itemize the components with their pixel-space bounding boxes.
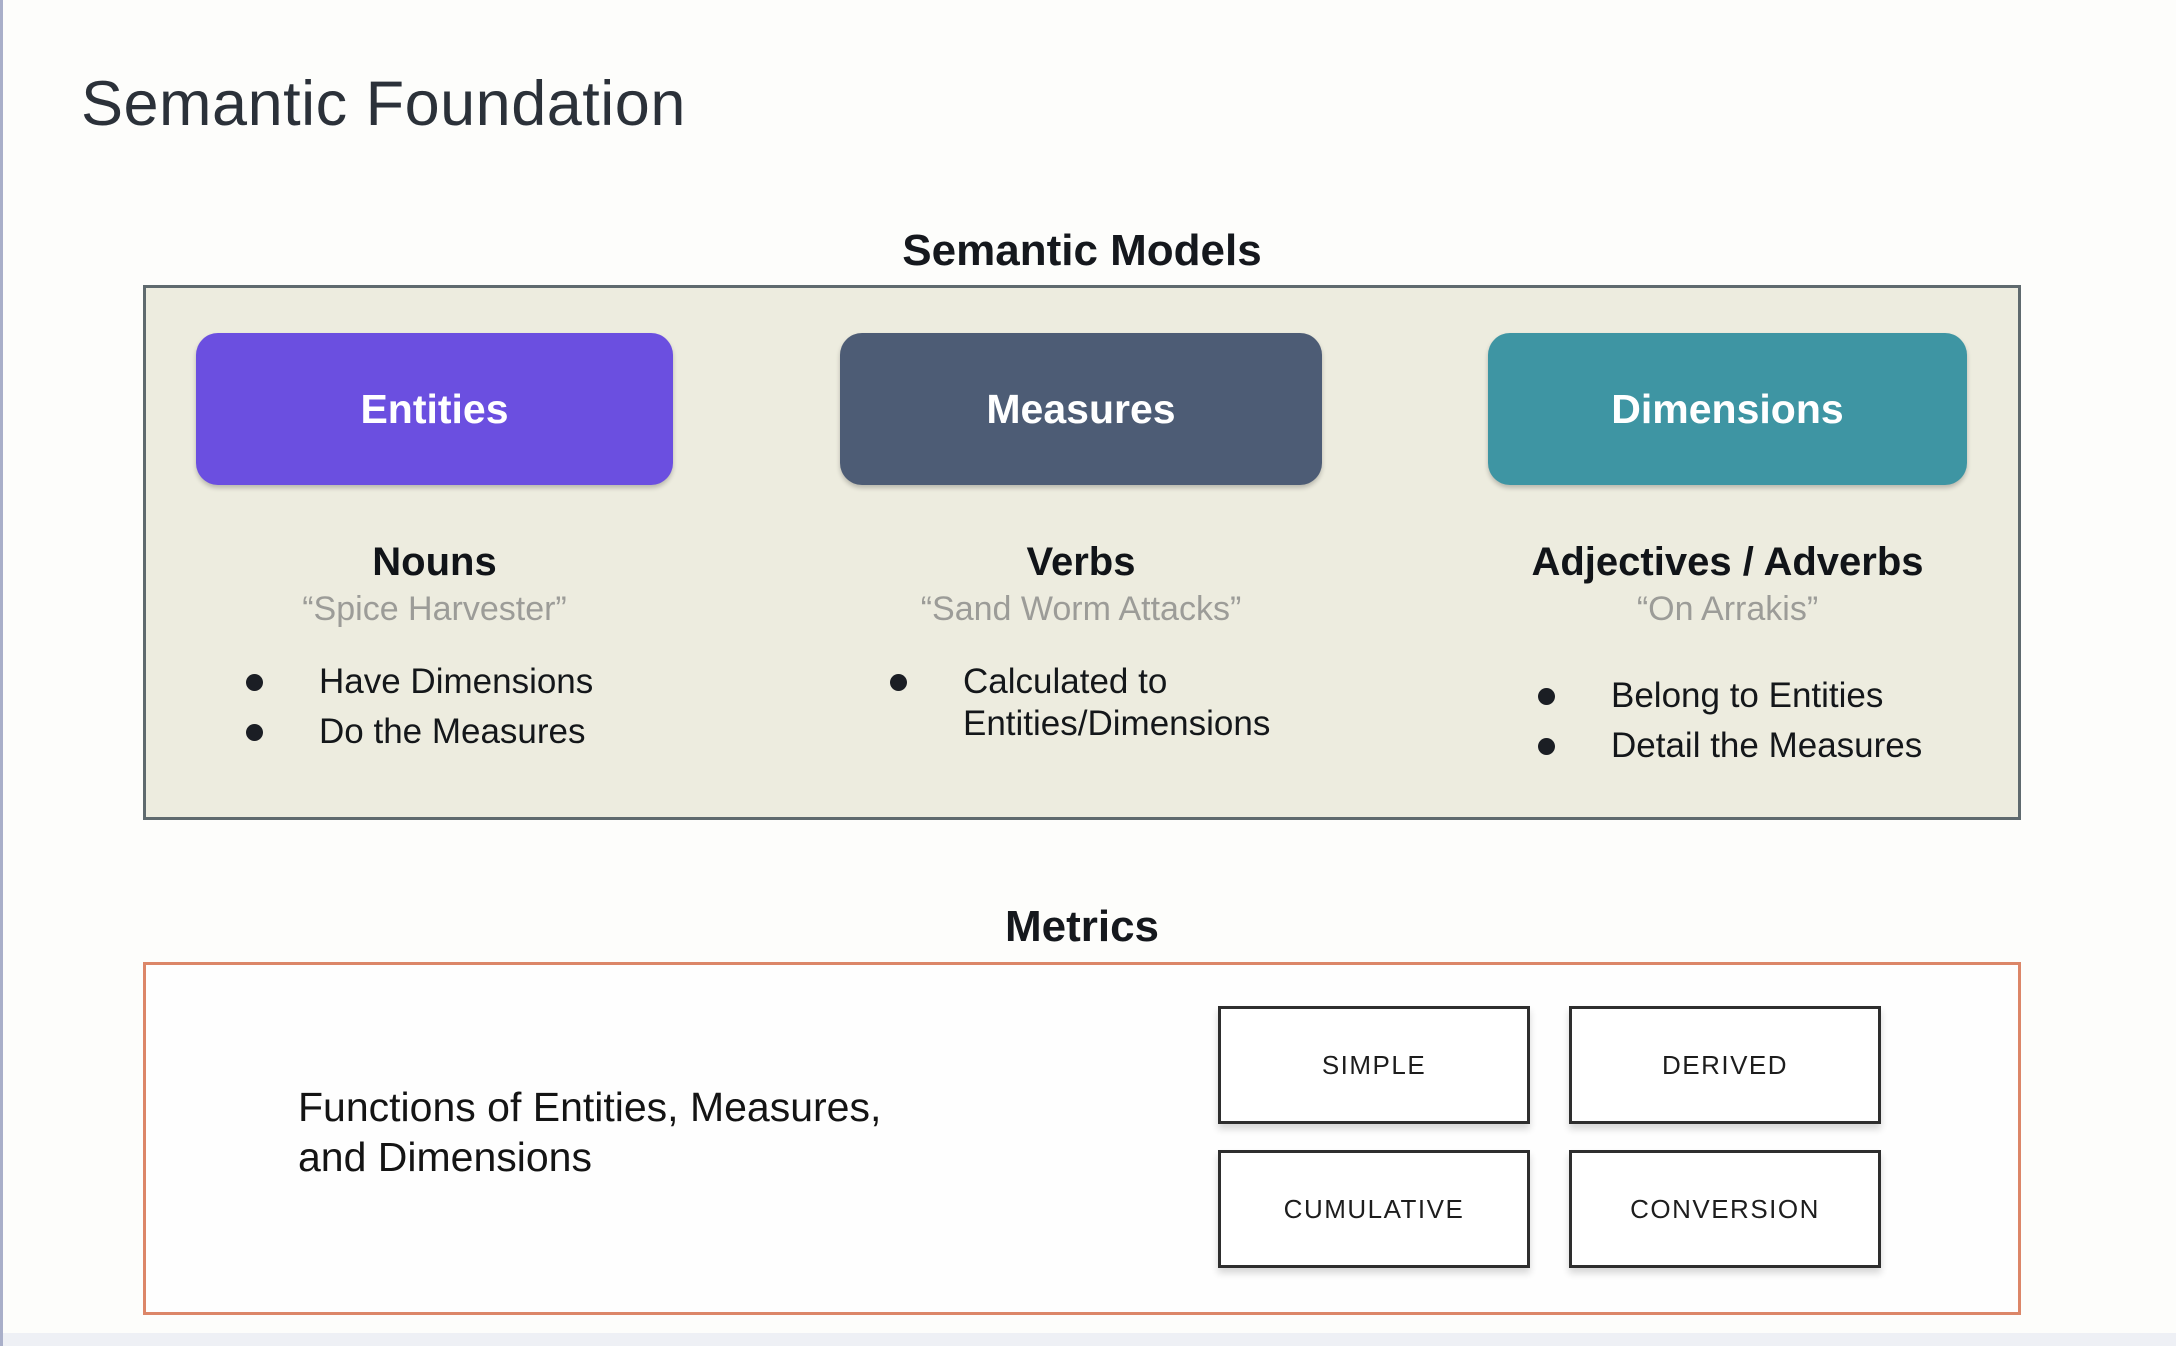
bullet-dot-icon [246, 724, 263, 742]
bullet-dot-icon [1538, 688, 1555, 706]
measures-bullet-list: Calculated to Entities/Dimensions [890, 661, 1322, 745]
semantic-models-heading: Semantic Models [902, 226, 1262, 275]
metrics-heading: Metrics [1004, 902, 1160, 951]
metric-box-conversion: CONVERSION [1569, 1150, 1881, 1268]
measures-heading: Verbs [1026, 540, 1136, 584]
dimensions-heading: Adjectives / Adverbs [1531, 540, 1924, 584]
entities-quote: “Spice Harvester” [302, 590, 567, 628]
dimensions-quote: “On Arrakis” [1636, 590, 1819, 628]
entities-bullet-list: Have Dimensions Do the Measures [246, 661, 673, 753]
page-title: Semantic Foundation [81, 69, 686, 139]
list-item: Have Dimensions [246, 661, 673, 703]
model-box-dimensions: Dimensions [1488, 333, 1967, 485]
list-item: Belong to Entities [1538, 675, 1967, 717]
bullet-dot-icon [1538, 738, 1555, 756]
bottom-edge-strip [3, 1333, 2176, 1346]
bullet-dot-icon [246, 674, 263, 692]
metric-type-grid: SIMPLE DERIVED CUMULATIVE CONVERSION [1218, 1006, 1881, 1268]
entities-heading: Nouns [372, 540, 497, 584]
measures-quote: “Sand Worm Attacks” [920, 590, 1242, 628]
bullet-dot-icon [890, 674, 907, 692]
list-item: Detail the Measures [1538, 725, 1967, 767]
list-item: Calculated to Entities/Dimensions [890, 661, 1322, 745]
dimensions-column-text: Adjectives / Adverbs “On Arrakis” Belong… [1488, 540, 1967, 775]
metric-box-cumulative: CUMULATIVE [1218, 1150, 1530, 1268]
entities-column-text: Nouns “Spice Harvester” Have Dimensions … [196, 540, 673, 761]
metrics-description: Functions of Entities, Measures, and Dim… [298, 1084, 882, 1181]
metric-box-simple: SIMPLE [1218, 1006, 1530, 1124]
model-box-measures: Measures [840, 333, 1322, 485]
model-box-entities: Entities [196, 333, 673, 485]
measures-column-text: Verbs “Sand Worm Attacks” Calculated to … [840, 540, 1322, 753]
dimensions-bullet-list: Belong to Entities Detail the Measures [1538, 675, 1967, 767]
list-item: Do the Measures [246, 711, 673, 753]
metric-box-derived: DERIVED [1569, 1006, 1881, 1124]
